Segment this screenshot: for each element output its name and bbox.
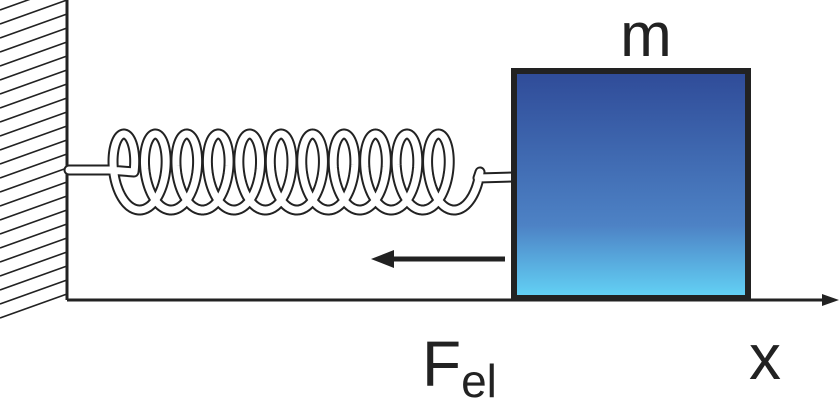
wall-hatch-line xyxy=(0,125,68,151)
force-arrow xyxy=(371,250,505,268)
force-label-subscript: el xyxy=(461,355,497,400)
mass-label: m xyxy=(620,1,672,70)
hatched-wall-icon xyxy=(0,0,68,319)
wall-hatch-line xyxy=(0,97,68,123)
wall-hatch-line xyxy=(0,13,68,39)
wall-hatch-line xyxy=(0,0,31,11)
mass-block xyxy=(511,68,751,301)
wall-hatch-line xyxy=(0,237,68,263)
wall xyxy=(0,0,69,319)
wall-hatch-line xyxy=(0,69,68,95)
force-label-main: F xyxy=(422,328,461,400)
spring-wire-fill xyxy=(65,130,518,214)
wall-hatch-line xyxy=(0,251,68,277)
wall-hatch-line xyxy=(0,195,68,221)
axis-label: x xyxy=(749,321,781,393)
wall-hatch-line xyxy=(0,153,68,179)
wall-hatch-line xyxy=(0,293,68,319)
wall-hatch-line xyxy=(0,223,68,249)
wall-hatch-line xyxy=(0,111,68,137)
wall-hatch-line xyxy=(0,83,68,109)
right-arrowhead-icon xyxy=(822,294,839,306)
wall-hatch-line xyxy=(0,265,68,291)
wall-hatch-line xyxy=(0,279,68,305)
force-label: Fel xyxy=(422,328,497,400)
wall-hatch-line xyxy=(0,167,68,193)
wall-hatch-line xyxy=(0,0,68,25)
coil-spring-icon xyxy=(63,128,520,216)
left-arrow-icon xyxy=(371,250,394,268)
wall-hatch-line xyxy=(0,181,68,207)
wall-hatch-line xyxy=(0,209,68,235)
wall-hatch-line xyxy=(0,27,68,53)
wall-hatch-line xyxy=(0,55,68,81)
wall-hatch-line xyxy=(0,41,68,67)
wall-hatch-line xyxy=(0,139,68,165)
